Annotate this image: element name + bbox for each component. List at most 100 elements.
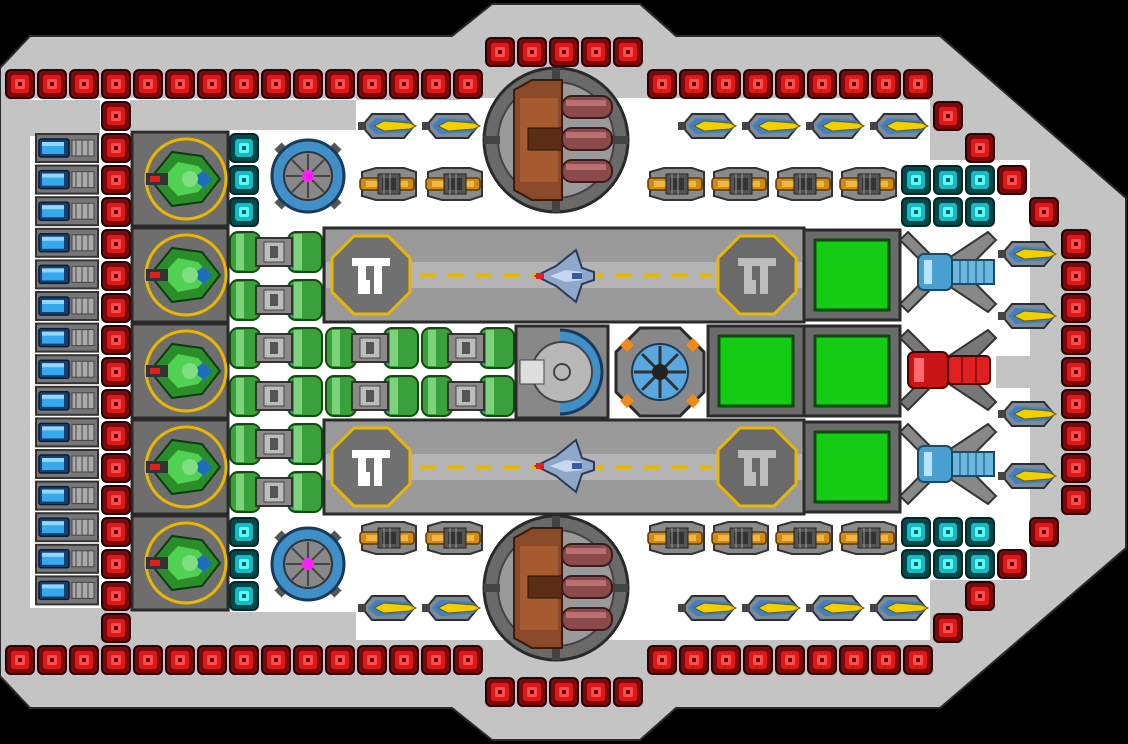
armor-block <box>197 69 227 99</box>
power-tank-icon <box>325 327 419 369</box>
shield-block <box>965 517 995 547</box>
missile-launcher-icon <box>514 324 610 420</box>
railgun-icon <box>359 521 417 555</box>
armor-block <box>69 69 99 99</box>
armor-block <box>933 613 963 643</box>
power-tank-icon <box>229 471 323 513</box>
armor-block <box>711 69 741 99</box>
armor-block <box>357 645 387 675</box>
railgun-icon <box>425 521 483 555</box>
armor-block <box>679 645 709 675</box>
shield-block <box>229 517 259 547</box>
armor-block <box>293 645 323 675</box>
armor-block <box>965 133 995 163</box>
shield-block <box>933 517 963 547</box>
armor-block <box>101 389 131 419</box>
heavy-cannon-icon <box>482 66 630 214</box>
armor-block <box>389 645 419 675</box>
armor-block <box>101 485 131 515</box>
power-tank-icon <box>229 231 323 273</box>
hangar-top <box>322 226 806 324</box>
armor-block <box>1061 485 1091 515</box>
armor-block <box>1061 357 1091 387</box>
power-tank-icon <box>421 327 515 369</box>
floor-gap <box>996 356 1030 388</box>
power-tank-icon <box>229 375 323 417</box>
armor-block <box>133 645 163 675</box>
reactor-icon <box>130 226 230 324</box>
armor-block <box>421 645 451 675</box>
railgun-icon <box>647 167 705 201</box>
railgun-icon <box>711 521 769 555</box>
armor-block <box>261 645 291 675</box>
armor-block <box>101 325 131 355</box>
shield-block <box>229 581 259 611</box>
armor-block <box>1029 197 1059 227</box>
armor-block <box>357 69 387 99</box>
armor-block <box>101 229 131 259</box>
battery-icon <box>35 164 99 195</box>
battery-icon <box>35 133 99 163</box>
floor-bottom-gray <box>130 612 356 644</box>
armor-block <box>933 101 963 131</box>
armor-block <box>453 69 483 99</box>
power-tank-icon <box>229 423 323 465</box>
armor-block <box>37 645 67 675</box>
armor-block <box>997 165 1027 195</box>
armor-block <box>903 69 933 99</box>
armor-block <box>101 165 131 195</box>
armor-block <box>1061 261 1091 291</box>
armor-block <box>5 69 35 99</box>
battery-icon <box>35 322 99 353</box>
reactor-icon <box>130 514 230 612</box>
shield-block <box>901 549 931 579</box>
armor-block <box>1061 325 1091 355</box>
railgun-icon <box>775 167 833 201</box>
power-tank-icon <box>325 375 419 417</box>
armor-block <box>647 69 677 99</box>
landing-pad-icon <box>330 234 412 316</box>
armor-block <box>197 645 227 675</box>
armor-block <box>775 69 805 99</box>
armor-block <box>453 645 483 675</box>
armor-block <box>997 549 1027 579</box>
armor-block <box>743 69 773 99</box>
armor-block <box>1061 293 1091 323</box>
shield-block <box>229 133 259 163</box>
battery-icon <box>35 575 99 606</box>
armor-block <box>101 453 131 483</box>
armor-block <box>165 645 195 675</box>
armor-block <box>5 645 35 675</box>
battery-column <box>35 133 99 606</box>
armor-block <box>101 293 131 323</box>
armor-block <box>1061 229 1091 259</box>
armor-block <box>1029 517 1059 547</box>
armor-block <box>839 69 869 99</box>
armor-block <box>1061 389 1091 419</box>
armor-block <box>165 69 195 99</box>
reactor-icon <box>130 322 230 420</box>
armor-block <box>517 37 547 67</box>
armor-block <box>871 645 901 675</box>
shield-generator-icon <box>272 528 344 600</box>
armor-block <box>807 645 837 675</box>
armor-block <box>965 581 995 611</box>
battery-icon <box>35 354 99 385</box>
armor-block <box>581 37 611 67</box>
shield-generator-icon <box>272 140 344 212</box>
heavy-cannon-icon <box>482 514 630 662</box>
landing-pad-icon <box>716 234 798 316</box>
armor-block <box>101 421 131 451</box>
armor-block <box>101 101 131 131</box>
armor-block <box>549 677 579 707</box>
armor-block <box>421 69 451 99</box>
armor-block <box>485 677 515 707</box>
armor-block <box>101 549 131 579</box>
armor-block <box>101 357 131 387</box>
armor-block <box>839 645 869 675</box>
armor-block <box>613 677 643 707</box>
battery-icon <box>35 512 99 543</box>
railgun-icon <box>775 521 833 555</box>
armor-block <box>101 645 131 675</box>
armor-block <box>101 613 131 643</box>
